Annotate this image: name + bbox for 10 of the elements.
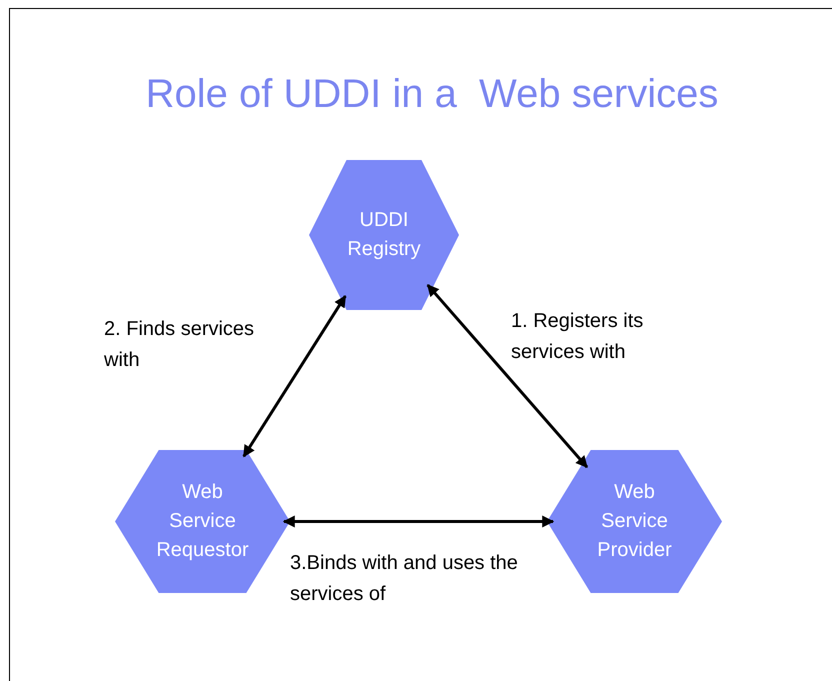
node-label: Web Service Requestor [155,480,250,563]
title: Role of UDDI in a Web services [144,72,720,117]
arrow [426,284,588,468]
arrow [242,295,347,458]
edge-label: 1. Registers its services with [511,309,644,365]
node-label: UDDI Registry [346,208,422,262]
arrow [282,516,554,528]
edge-label: 2. Finds services with [104,317,256,373]
edge-label: 3.Binds with and uses the services of [290,551,519,607]
node-label: Web Service Provider [596,480,673,563]
